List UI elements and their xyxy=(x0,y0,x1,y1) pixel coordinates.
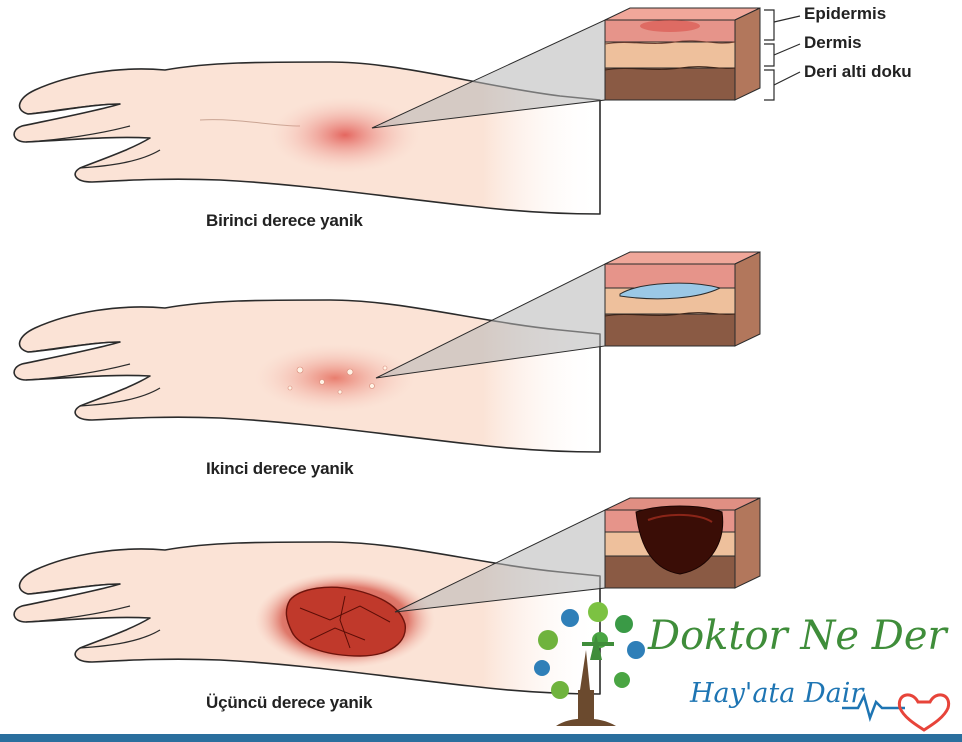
skin-block-third-degree xyxy=(605,498,760,588)
caption-second-degree: Ikinci derece yanik xyxy=(206,459,353,479)
label-subcutis: Deri alti doku xyxy=(804,62,912,82)
caption-third-degree: Üçüncü derece yanik xyxy=(206,693,372,713)
bottom-bar xyxy=(0,734,962,742)
logo-title: Doktor Ne Der ? xyxy=(648,613,962,659)
label-dermis: Dermis xyxy=(804,33,862,53)
skin-block-first-degree xyxy=(605,8,760,100)
layer-brackets xyxy=(764,10,800,100)
label-epidermis: Epidermis xyxy=(804,4,886,24)
skin-block-second-degree xyxy=(605,252,760,346)
logo-subtitle: Hay'ata Dair xyxy=(690,678,863,709)
caption-first-degree: Birinci derece yanik xyxy=(206,211,363,231)
